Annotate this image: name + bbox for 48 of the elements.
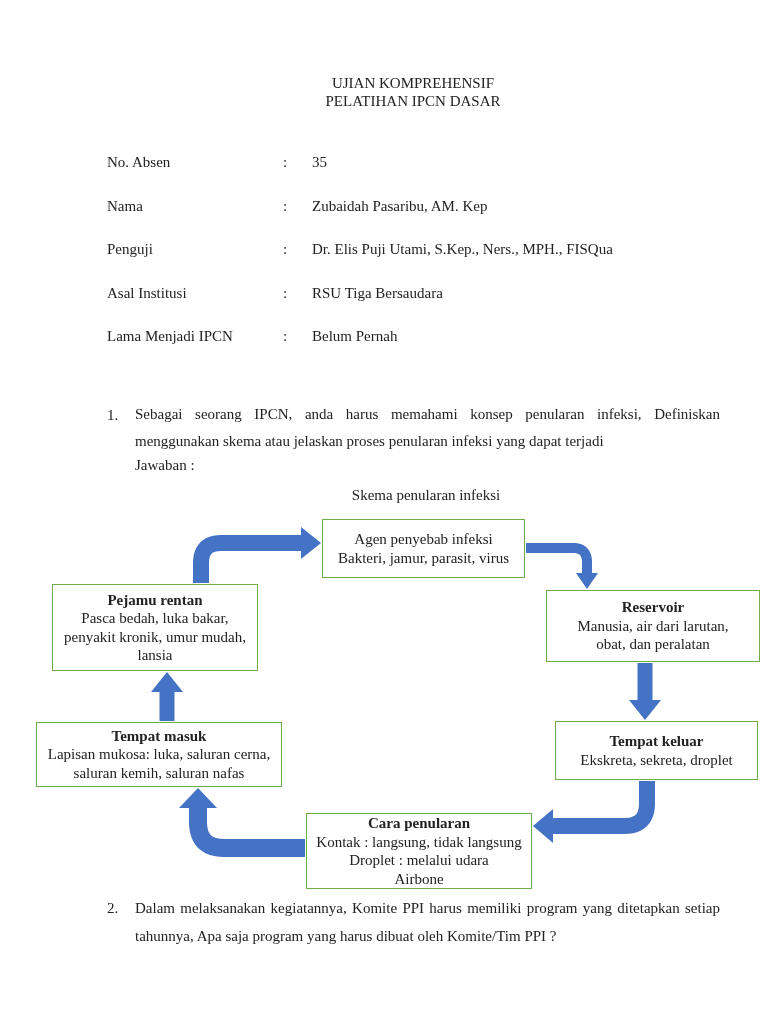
page-title: UJIAN KOMPREHENSIF PELATIHAN IPCN DASAR (324, 74, 502, 110)
form-value: RSU Tiga Bersaudara (312, 284, 443, 302)
block-arrow (629, 663, 661, 720)
form-label: Lama Menjadi IPCN (107, 327, 233, 345)
block-arrow (179, 788, 305, 857)
form-label: Asal Institusi (107, 284, 187, 302)
box-text: Pasca bedah, luka bakar, penyakit kronik, umur mudah, lansia (62, 609, 248, 665)
question-number: 1. (107, 406, 119, 424)
form-value: Belum Pernah (312, 327, 398, 345)
form-label: No. Absen (107, 153, 171, 171)
process-box (555, 721, 758, 780)
process-box (52, 584, 258, 671)
box-heading: Pejamu rentan (107, 590, 203, 609)
box-text: Agen penyebab infeksi (354, 530, 493, 549)
process-box (322, 519, 525, 578)
colon-separator: : (283, 327, 288, 345)
block-arrow (151, 672, 183, 721)
block-arrow (526, 543, 598, 589)
answer-label: Jawaban : (135, 456, 195, 474)
process-box (36, 722, 282, 787)
form-label: Penguji (107, 240, 153, 258)
colon-separator: : (283, 197, 288, 215)
process-box (306, 813, 532, 889)
box-heading: Cara penularan (367, 814, 471, 833)
form-label: Nama (107, 197, 143, 215)
form-value: Zubaidah Pasaribu, AM. Kep (312, 197, 488, 215)
box-text: Lapisan mukosa: luka, saluran cerna, saluran kemih, saluran nafas (46, 745, 272, 783)
colon-separator: : (283, 284, 288, 302)
form-value: Dr. Elis Puji Utami, S.Kep., Ners., MPH., FISQua (312, 240, 613, 258)
question-number: 2. (107, 899, 119, 917)
box-text: Ekskreta, sekreta, droplet (580, 750, 733, 769)
process-box (546, 590, 760, 662)
box-heading: Tempat keluar (609, 732, 704, 751)
colon-separator: : (283, 153, 288, 171)
diagram-heading: Skema penularan infeksi (350, 486, 502, 504)
form-value: 35 (312, 153, 327, 171)
box-text: Bakteri, jamur, parasit, virus (338, 548, 509, 567)
question-text: Sebagai seorang IPCN, anda harus memahami konsep penularan infeksi, Definiskan menggunakan skema atau jelaskan proses penularan infeksi yang dapat terjadi (135, 405, 720, 451)
box-text: Kontak : langsung, tidak langsung (316, 832, 522, 851)
box-heading: Reservoir (621, 598, 685, 617)
box-heading: Tempat masuk (111, 726, 207, 746)
box-text: Manusia, air dari larutan, obat, dan peralatan (576, 616, 730, 654)
colon-separator: : (283, 240, 288, 258)
block-arrow (193, 527, 321, 583)
block-arrow (533, 781, 655, 843)
box-text: Airbone (394, 869, 444, 888)
question-text: Dalam melaksanakan kegiatannya, Komite PPI harus memiliki program yang ditetapkan setiap tahunnya, Apa saja program yang harus dibuat oleh Komite/Tim PPI ? (135, 899, 720, 946)
box-text: Droplet : melalui udara (349, 851, 489, 870)
